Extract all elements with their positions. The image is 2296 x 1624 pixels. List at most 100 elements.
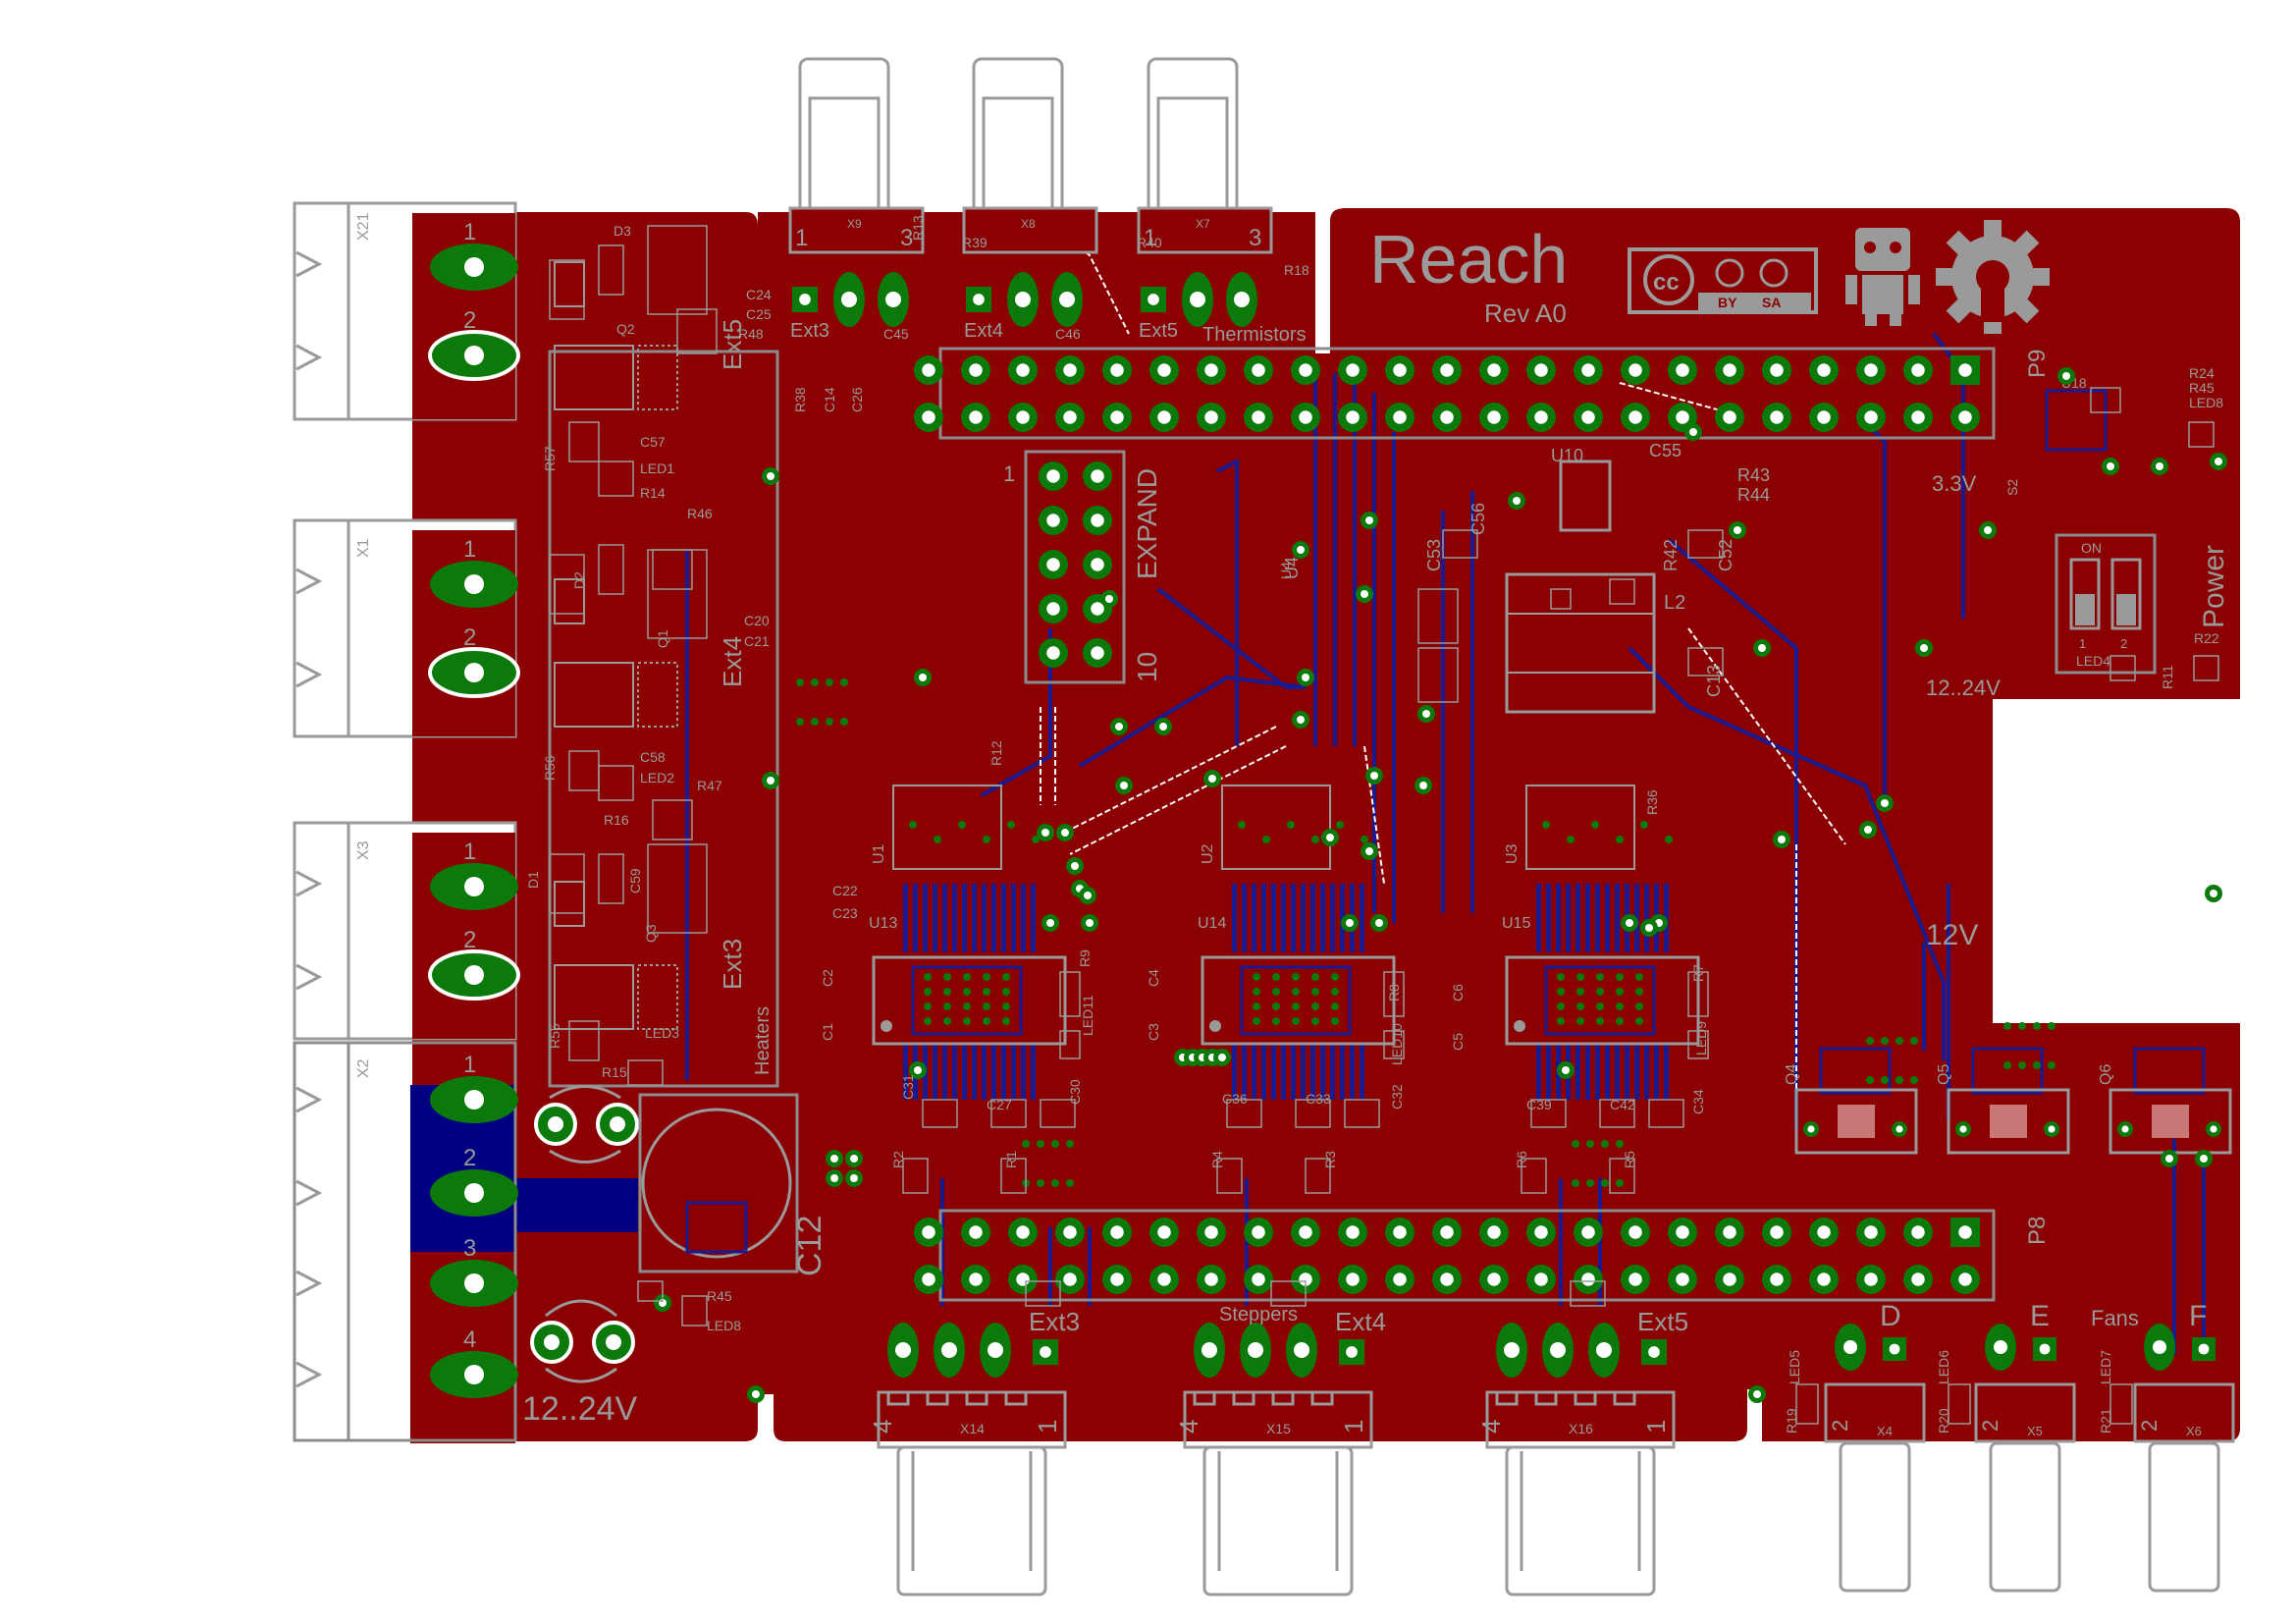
component-ref: C30 <box>1067 1079 1083 1105</box>
connector-ref: X4 <box>1877 1424 1893 1438</box>
header-pin <box>1950 1265 1980 1294</box>
header-pin <box>1574 355 1603 385</box>
pin-label: 2 <box>2137 1420 2162 1432</box>
driver-ref: U2 <box>1200 843 1216 864</box>
header-pin <box>1621 403 1650 432</box>
header-pin <box>961 1218 990 1247</box>
header-pin <box>1149 1218 1179 1247</box>
connector-ref: X8 <box>1021 217 1036 231</box>
smd-footprint <box>2109 1383 2133 1425</box>
smd-footprint <box>1344 1099 1380 1128</box>
header-pin <box>1621 355 1650 385</box>
component-ref: C34 <box>1690 1089 1706 1114</box>
connector-ref: X9 <box>847 217 862 231</box>
heater-ext-label: Ext5 <box>718 319 747 370</box>
header-pin <box>1102 1265 1132 1294</box>
cc-license-badge: cc BY SA <box>1628 247 1818 314</box>
component-ref: C26 <box>849 387 865 412</box>
input-voltage-label: 12..24V <box>522 1390 638 1428</box>
component-ref: LED1 <box>640 460 674 476</box>
expand-pin <box>1039 550 1068 579</box>
svg-text:C12: C12 <box>791 1216 828 1276</box>
component-ref: R21 <box>2098 1408 2113 1434</box>
smd-footprint <box>568 1020 600 1061</box>
header-pin <box>1856 1265 1886 1294</box>
mosfet-ref: Q4 <box>1784 1064 1800 1085</box>
power-pin: 2 <box>295 1145 518 1217</box>
svg-text:BY: BY <box>1718 295 1737 310</box>
pin-label: 2 <box>1828 1420 1852 1432</box>
component-ref: LED6 <box>1936 1350 1951 1384</box>
svg-text:C13: C13 <box>1704 665 1724 697</box>
smd-footprint <box>676 308 718 354</box>
mosfet-ref: Q5 <box>1936 1064 1952 1085</box>
header-pin <box>1903 1265 1933 1294</box>
pin-label: 2 <box>463 624 476 651</box>
header-pin <box>1385 1265 1415 1294</box>
header-pin <box>1809 1265 1839 1294</box>
pin-label: 3 <box>463 1235 476 1262</box>
header-pin <box>914 1265 943 1294</box>
pin-label: 3 <box>900 225 913 251</box>
component-ref: R48 <box>738 326 764 342</box>
smd-footprint <box>1795 1383 1819 1425</box>
header-pin <box>1008 403 1038 432</box>
header-pin <box>961 1265 990 1294</box>
smd-footprint <box>1948 1383 1971 1425</box>
header-pin <box>1762 403 1791 432</box>
open-hardware-gear-icon <box>1936 220 2050 334</box>
header-pin <box>1008 355 1038 385</box>
component-ref: LED8 <box>707 1318 741 1333</box>
power-pin: 1 <box>295 1052 518 1123</box>
smd-footprint <box>1648 1099 1684 1128</box>
header-pin <box>1479 403 1509 432</box>
svg-text:R24: R24 <box>2189 365 2215 381</box>
driver-ic-ref: U15 <box>1502 915 1530 932</box>
svg-text:R45: R45 <box>2189 380 2215 396</box>
smd-footprint <box>2090 387 2121 413</box>
header-pin <box>1385 403 1415 432</box>
header-pin <box>1762 355 1791 385</box>
component-ref: R47 <box>697 778 722 793</box>
voltage-3v3: 3.3V <box>1932 471 1977 496</box>
smd-footprint <box>2188 421 2215 448</box>
component-ref: R14 <box>640 485 666 501</box>
header-pin <box>1291 355 1320 385</box>
header-p9-outline <box>938 347 1996 440</box>
header-pin <box>1102 1218 1132 1247</box>
white-traces <box>1040 225 1846 1129</box>
header-pin <box>1809 355 1839 385</box>
component-ref: R12 <box>988 740 1004 766</box>
pin-label: 2 <box>463 307 476 334</box>
svg-text:U4: U4 <box>1282 557 1302 579</box>
component-ref: R4 <box>1209 1151 1225 1168</box>
component-ref: R45 <box>707 1288 732 1304</box>
header-pin <box>1008 1218 1038 1247</box>
smd-footprint <box>1530 1099 1567 1128</box>
header-pin <box>1244 403 1273 432</box>
component-ref: LED9 <box>1693 1021 1709 1056</box>
svg-text:1: 1 <box>1003 461 1015 486</box>
header-pin <box>1526 355 1556 385</box>
fans-label: Fans <box>2091 1306 2139 1330</box>
header-pin <box>1903 1218 1933 1247</box>
driver-ic-ref: U14 <box>1198 915 1226 932</box>
smd-footprint <box>922 1099 958 1128</box>
header-pin <box>1338 1218 1367 1247</box>
header-pin <box>1715 355 1744 385</box>
component-ref: D3 <box>614 223 631 239</box>
smd-footprint <box>549 259 585 320</box>
expand-pin <box>1083 638 1112 668</box>
svg-text:cc: cc <box>1653 269 1680 296</box>
pin-label: 4 <box>868 1420 897 1434</box>
component-ref: LED10 <box>1389 1023 1405 1065</box>
header-pin <box>1197 403 1226 432</box>
expand-pin <box>1039 638 1068 668</box>
svg-text:EXPAND: EXPAND <box>1132 468 1162 579</box>
component-ref: C2 <box>820 969 835 987</box>
